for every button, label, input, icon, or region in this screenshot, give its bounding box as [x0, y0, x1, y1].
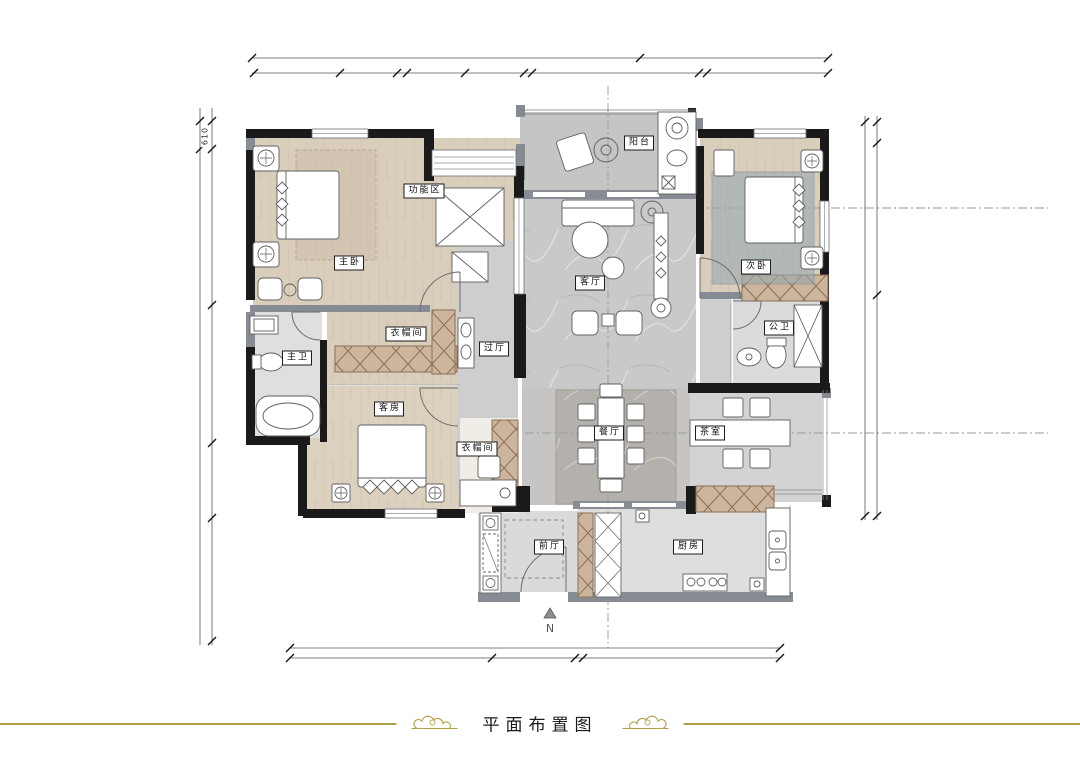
room-label-kitchen: 厨房: [672, 539, 704, 555]
room-label-balcony: 阳台: [623, 135, 655, 151]
room-label-master-bathroom: 主卫: [281, 350, 313, 366]
sliding-slots: [520, 192, 676, 602]
title-bar: 平面布置图: [396, 710, 684, 736]
pantry-column: [479, 512, 622, 598]
room-label-guest-room: 客房: [373, 401, 405, 417]
room-label-tea-room: 茶室: [694, 425, 726, 441]
dimension-lines: [199, 57, 878, 659]
room-label-cloakroom-lower: 衣帽间: [456, 441, 498, 457]
dimension-ticks: [195, 53, 882, 663]
room-label-cloakroom-upper: 衣帽间: [385, 326, 427, 342]
room-label-hallway: 过厅: [478, 341, 510, 357]
room-label-public-bathroom: 公卫: [763, 320, 795, 336]
north-letter: N: [546, 622, 554, 635]
furniture: [249, 111, 824, 597]
cloud-ornament-icon: [622, 715, 669, 729]
room-label-dining-room: 餐厅: [593, 425, 625, 441]
north-arrow-icon: N: [543, 607, 557, 635]
room-label-function-area: 功能区: [403, 183, 445, 199]
cloud-ornament-icon: [411, 715, 458, 729]
room-label-master-bedroom: 主卧: [333, 255, 365, 271]
doors: [291, 257, 762, 593]
room-label-second-bedroom: 次卧: [740, 259, 772, 275]
room-label-living-room: 客厅: [574, 275, 606, 291]
page-title: 平面布置图: [482, 715, 598, 736]
room-label-foyer: 前厅: [533, 539, 565, 555]
dimension-value-left: 610: [200, 124, 210, 148]
